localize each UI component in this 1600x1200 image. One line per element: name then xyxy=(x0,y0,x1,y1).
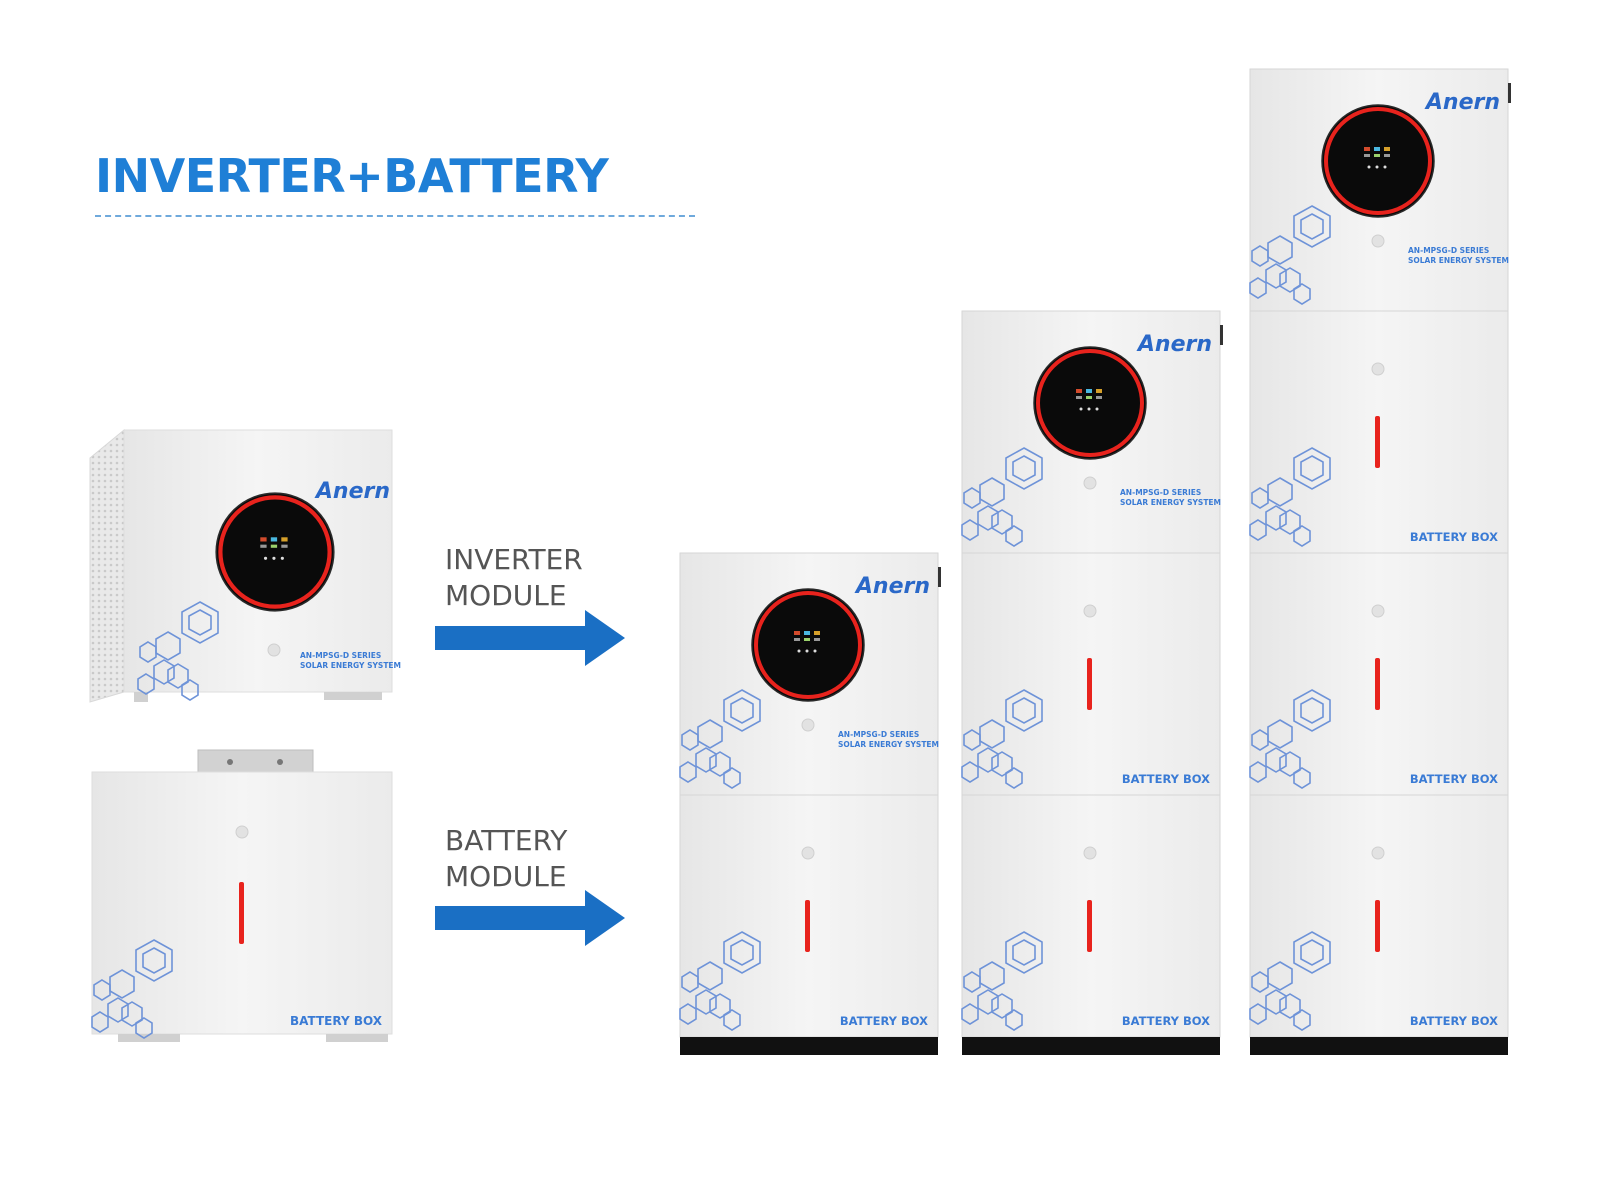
stack-base xyxy=(680,1037,938,1055)
stack-base xyxy=(1250,1037,1508,1055)
battery-module: BATTERY BOX xyxy=(679,794,939,1038)
battery-box-label: BATTERY BOX xyxy=(1122,1014,1210,1028)
series-line-2: SOLAR ENERGY SYSTEM xyxy=(838,740,939,749)
inverter-module-label: INVERTER MODULE xyxy=(445,543,583,612)
battery-module: BATTERY BOX xyxy=(1249,310,1509,554)
standalone-battery: BATTERY BOX xyxy=(91,749,393,1042)
battery-box-label: BATTERY BOX xyxy=(840,1014,928,1028)
brand-logo: Anern xyxy=(854,574,930,599)
series-line-1: AN-MPSG-D SERIES xyxy=(838,730,919,739)
brand-logo: Anern xyxy=(314,479,390,504)
battery-indicator-bar xyxy=(805,900,810,952)
battery-module: BATTERY BOX xyxy=(961,552,1221,796)
series-line-1: AN-MPSG-D SERIES xyxy=(300,651,381,660)
battery-indicator-bar xyxy=(1375,900,1380,952)
stack-base xyxy=(962,1037,1220,1055)
battery-box-label: BATTERY BOX xyxy=(1410,772,1498,786)
battery-box-label: BATTERY BOX xyxy=(1410,1014,1498,1028)
battery-indicator-bar xyxy=(1087,900,1092,952)
battery-box-label: BATTERY BOX xyxy=(1122,772,1210,786)
standalone-inverter: Anern AN-MPSG-D SERIES SOLAR ENERGY SYST… xyxy=(89,428,401,703)
battery-indicator-bar xyxy=(1087,658,1092,710)
battery-module: BATTERY BOX xyxy=(961,794,1221,1038)
battery-indicator-bar xyxy=(1375,658,1380,710)
battery-module: BATTERY BOX xyxy=(1249,794,1509,1038)
battery-module: BATTERY BOX xyxy=(1249,552,1509,796)
series-line-2: SOLAR ENERGY SYSTEM xyxy=(1120,498,1221,507)
page-title: INVERTER+BATTERY xyxy=(95,149,609,203)
brand-logo: Anern xyxy=(1424,90,1500,115)
series-line-1: AN-MPSG-D SERIES xyxy=(1120,488,1201,497)
battery-box-label: BATTERY BOX xyxy=(290,1014,383,1028)
brand-logo: Anern xyxy=(1136,332,1212,357)
battery-indicator-bar xyxy=(1375,416,1380,468)
inverter-arrow-icon xyxy=(435,610,625,666)
series-line-2: SOLAR ENERGY SYSTEM xyxy=(300,661,401,670)
battery-arrow-icon xyxy=(435,890,625,946)
title-dashed-rule xyxy=(95,215,695,217)
battery-module-label: BATTERY MODULE xyxy=(445,824,568,893)
series-line-2: SOLAR ENERGY SYSTEM xyxy=(1408,256,1509,265)
battery-box-label: BATTERY BOX xyxy=(1410,530,1498,544)
series-line-1: AN-MPSG-D SERIES xyxy=(1408,246,1489,255)
